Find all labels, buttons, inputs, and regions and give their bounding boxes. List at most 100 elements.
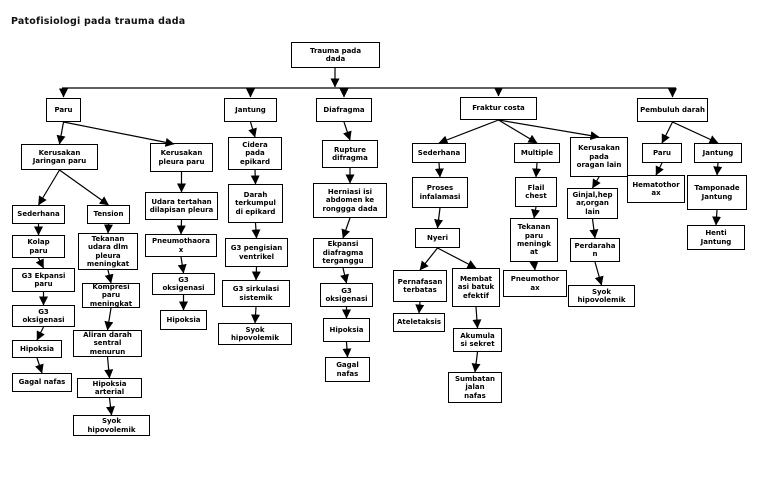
node-multiple: Multiple (514, 143, 560, 163)
node-g3-pengisian: G3 pengisian ventrikel (225, 238, 288, 267)
node-syok-hipovolemik-perdarahan: Syok hipovolemik (568, 285, 635, 307)
node-hipoksia-pleura: Hipoksia (160, 310, 207, 330)
connector-line (177, 256, 187, 274)
node-g3-oksigenasi-pleura: G3 oksigenasi (152, 273, 215, 295)
node-hipoksia-paru: Hipoksia (12, 340, 62, 358)
connector-line (35, 357, 44, 374)
connector-line (434, 207, 444, 229)
node-syok-hipovolemik-tension: Syok hipovolemik (73, 415, 150, 436)
node-herniasi: Herniasi isi abdomen ke ronggga dada (313, 183, 387, 218)
connector-line (104, 269, 114, 284)
connector-line (35, 257, 45, 269)
node-aliran-darah: Aliran darah sentral menurun (73, 330, 142, 357)
node-henti-jantung: Henti Jantung (687, 225, 745, 250)
connector-line (712, 209, 722, 226)
node-nyeri: Nyeri (415, 228, 460, 248)
node-pembuluh-darah: Pembuluh darah (637, 98, 708, 122)
page-title: Patofisiologi pada trauma dada (11, 16, 186, 27)
connector-line (498, 119, 600, 141)
node-ginjal-hepar: Ginjal,hep ar,organ lain (567, 188, 618, 219)
connector-line (250, 169, 260, 185)
connector-line (104, 307, 114, 331)
connector-line (437, 247, 477, 269)
node-diafragma: Diafragma (316, 98, 372, 122)
node-membatasi-batuk: Membat asi batuk efektif (452, 268, 500, 307)
connector-line (655, 162, 664, 176)
connector-line (59, 169, 109, 206)
connector-line (498, 119, 538, 144)
node-tekanan-paru-meningkat: Tekanan paru meningk at (510, 218, 558, 262)
node-g3-sirkulasi: G3 sirkulasi sistemik (222, 280, 290, 307)
connector-line (106, 397, 115, 416)
node-gagal-nafas-diafragma: Gagal nafas (325, 357, 370, 382)
node-sederhana-paru: Sederhana (12, 205, 65, 224)
node-tension: Tension (87, 205, 130, 224)
connector-line (589, 218, 599, 239)
node-udara-tertahan: Udara tertahan dilapisan pleura (145, 192, 218, 220)
node-paru: Paru (46, 98, 81, 122)
connector-line (104, 356, 114, 379)
node-kompresi-paru: Kompresi paru meningkat (82, 283, 140, 308)
connector-line (176, 219, 186, 235)
node-darah-terkumpul: Darah terkumpul di epikard (228, 184, 283, 223)
node-syok-hipovolemik-jantung: Syok hipovolemik (218, 323, 292, 345)
node-pneumothorax: Pneumothor ax (503, 270, 567, 297)
node-sumbatan-jalan-nafas: Sumbatan jalan nafas (448, 372, 502, 403)
connector-line (37, 169, 61, 206)
connector-line (342, 341, 352, 358)
node-perdarahan: Perdaraha n (570, 238, 620, 262)
node-kerusakan-oragan-lain: Kerusakan pada oragan lain (570, 137, 628, 177)
node-pneumothaora: Pneumothaora x (145, 234, 217, 257)
connector-line (103, 223, 113, 234)
node-g3-ekpansi-paru: G3 Ekpansi paru (12, 268, 75, 292)
connector-line (713, 162, 723, 176)
node-proses-infalamasi: Proses infalamasi (412, 177, 468, 208)
node-jantung-pembuluh: Jantung (694, 143, 742, 163)
connector-line (36, 326, 45, 341)
node-gagal-nafas-paru: Gagal nafas (12, 373, 72, 392)
node-jantung: Jantung (224, 98, 277, 122)
connector-line (56, 121, 66, 145)
connector-line (251, 266, 261, 281)
connector-line (343, 121, 352, 141)
connector-line (672, 121, 719, 144)
node-g3-oksigenasi-paru: G3 oksigenasi (12, 305, 75, 327)
connector-line (532, 162, 542, 178)
connector-line (472, 306, 482, 329)
node-paru-pembuluh: Paru (642, 143, 682, 163)
node-cidera-epikard: Cidera pada epikard (228, 137, 282, 170)
node-fraktur-costa: Fraktur costa (460, 97, 537, 120)
connector-line (594, 261, 604, 286)
node-kolap-paru: Kolap paru (12, 235, 65, 258)
node-hipoksia-diafragma: Hipoksia (323, 318, 370, 342)
connector-line (341, 217, 351, 239)
node-trauma-pada-dada: Trauma pada dada (291, 42, 380, 68)
connector-line (591, 176, 601, 189)
connector-line (438, 119, 499, 145)
connector-line (63, 121, 175, 147)
connector-line (434, 162, 444, 178)
node-sederhana-fraktur: Sederhana (412, 143, 466, 163)
node-g3-oksigenasi-diafragma: G3 oksigenasi (320, 283, 373, 307)
node-flail-chest: Flail chest (515, 177, 557, 207)
node-hipoksia-arterial: Hipoksia arterial (77, 378, 142, 398)
node-hematothorax: Hematothor ax (627, 175, 685, 203)
connector-line (661, 121, 674, 144)
connector-line (340, 267, 349, 284)
connector-line (415, 301, 425, 314)
node-ateletaksis: Ateletaksis (393, 313, 445, 332)
node-akumulasi-sekret: Akumula si sekret (453, 328, 502, 352)
connector-line (251, 222, 261, 239)
connector-line (531, 206, 540, 219)
node-pernafasan-terbatas: Pernafasan terbatas (393, 270, 447, 302)
connector-line (251, 306, 261, 324)
connector-line (471, 351, 481, 373)
node-tekanan-udara: Tekanan udara dlm pleura meningkat (78, 233, 138, 270)
node-rupture-difragma: Rupture difragma (322, 140, 378, 168)
node-kerusakan-jaringan-paru: Kerusakan Jaringan paru (21, 144, 98, 170)
connector-line (419, 247, 438, 271)
connector-line (529, 261, 539, 271)
connector-line (248, 121, 257, 138)
